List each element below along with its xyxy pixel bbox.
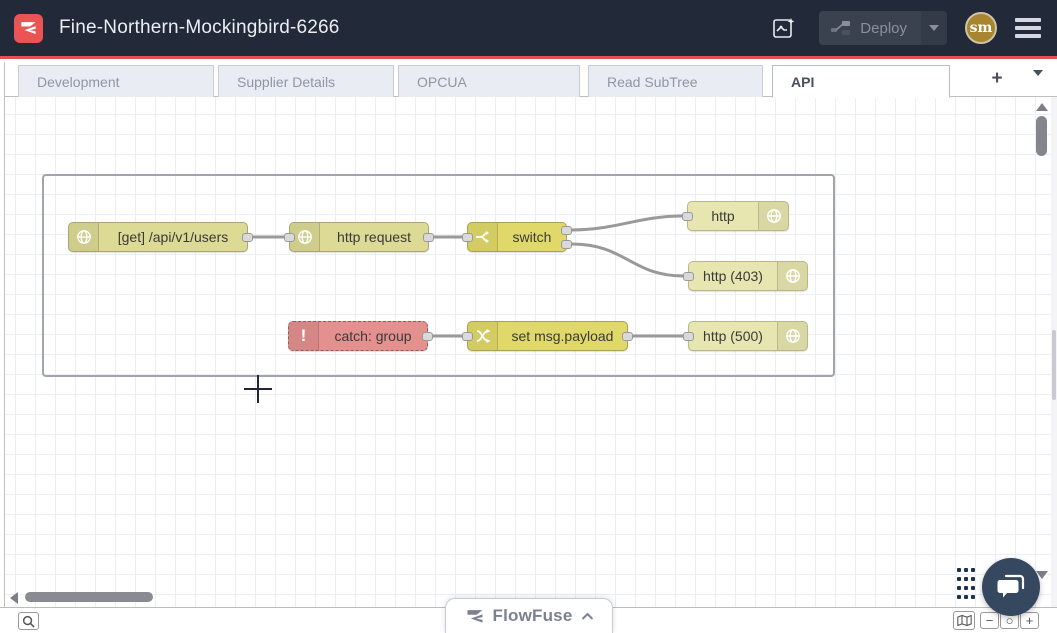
zoom-in-button[interactable]: + <box>1020 612 1039 629</box>
map-icon <box>956 614 972 627</box>
scroll-down-arrow[interactable] <box>1036 571 1048 579</box>
output-port[interactable] <box>242 233 253 242</box>
output-port[interactable] <box>423 233 434 242</box>
output-port-2[interactable] <box>561 240 572 249</box>
globe-icon <box>290 223 320 251</box>
deploy-label: Deploy <box>860 19 907 37</box>
input-port[interactable] <box>683 332 694 341</box>
header-actions: Deploy sm <box>767 11 1041 45</box>
tab-label: Read SubTree <box>607 73 698 90</box>
node-label: http <box>711 208 735 224</box>
header-bar: Fine-Northern-Mockingbird-6266 <box>0 0 1057 59</box>
vertical-scrollbar[interactable] <box>1035 97 1048 592</box>
tab-supplier-details[interactable]: Supplier Details <box>218 65 394 97</box>
globe-icon <box>758 202 788 230</box>
tab-development[interactable]: Development <box>18 65 214 97</box>
node-label: [get] /api/v1/users <box>117 229 229 245</box>
deploy-options-caret[interactable] <box>921 11 947 45</box>
flow-list-caret[interactable] <box>1033 70 1043 94</box>
tab-label: Supplier Details <box>237 73 336 90</box>
chevron-down-icon <box>1033 70 1043 93</box>
outer-scrollbar[interactable] <box>1051 97 1057 633</box>
globe-icon <box>777 262 807 290</box>
scroll-left-arrow[interactable] <box>10 592 18 604</box>
scroll-up-arrow[interactable] <box>1036 103 1048 111</box>
input-port[interactable] <box>683 272 694 281</box>
node-label: http request <box>337 229 411 245</box>
main-menu-icon[interactable] <box>1015 18 1041 38</box>
horizontal-scrollbar[interactable] <box>6 591 1026 605</box>
deploy-button-main[interactable]: Deploy <box>819 20 921 37</box>
flowfuse-label: FlowFuse <box>492 606 573 625</box>
vertical-scroll-thumb[interactable] <box>1036 116 1047 156</box>
flowfuse-logo-icon <box>14 13 43 43</box>
chat-drag-handle-icon[interactable] <box>957 568 975 599</box>
chat-bubbles-icon <box>997 574 1025 598</box>
flowfuse-logo-icon <box>467 610 482 623</box>
deploy-button[interactable]: Deploy <box>819 11 947 45</box>
node-http-response-403[interactable]: http (403) <box>683 261 808 291</box>
zoom-out-button[interactable]: − <box>980 612 999 629</box>
input-port[interactable] <box>462 233 473 242</box>
tab-label: API <box>791 73 815 90</box>
node-http-request[interactable]: http request <box>284 222 434 252</box>
outer-scroll-thumb[interactable] <box>1052 330 1056 400</box>
node-switch[interactable]: switch <box>462 222 572 252</box>
node-label: switch <box>512 229 552 245</box>
output-port[interactable] <box>622 332 633 341</box>
change-icon <box>468 322 498 350</box>
node-http-in[interactable]: [get] /api/v1/users <box>68 222 253 252</box>
horizontal-scroll-thumb[interactable] <box>25 592 153 602</box>
node-label: catch: group <box>334 328 412 344</box>
tab-label: OPCUA <box>417 73 467 90</box>
node-http-response[interactable]: http <box>682 201 789 231</box>
node-catch[interactable]: ! catch: group <box>288 321 433 351</box>
user-avatar[interactable]: sm <box>965 12 997 44</box>
node-label: http (500) <box>703 328 763 344</box>
search-button[interactable] <box>18 612 39 630</box>
node-label: http (403) <box>703 268 763 284</box>
output-port-1[interactable] <box>561 226 572 235</box>
ai-assistant-icon[interactable] <box>767 11 801 45</box>
tab-read-subtree[interactable]: Read SubTree <box>588 65 763 97</box>
input-port[interactable] <box>462 332 473 341</box>
add-flow-button[interactable]: + <box>991 68 1003 89</box>
globe-icon <box>69 223 99 251</box>
chevron-down-icon <box>929 25 939 31</box>
input-port[interactable] <box>682 212 693 221</box>
node-group-outline[interactable] <box>42 174 835 377</box>
exclamation-icon: ! <box>289 322 319 350</box>
navigator-button[interactable] <box>953 611 975 630</box>
tab-opcua[interactable]: OPCUA <box>398 65 580 97</box>
output-port[interactable] <box>422 332 433 341</box>
flow-canvas[interactable]: [get] /api/v1/users http request s <box>0 97 1057 607</box>
palette-edge <box>0 62 5 607</box>
instance-title: Fine-Northern-Mockingbird-6266 <box>59 17 340 38</box>
node-http-response-500[interactable]: http (500) <box>683 321 808 351</box>
node-change[interactable]: set msg.payload <box>462 321 633 351</box>
chevron-up-icon <box>581 612 593 620</box>
crosshair-cursor <box>244 375 272 403</box>
deploy-icon <box>831 21 851 35</box>
flow-tab-bar: Development Supplier Details OPCUA Read … <box>0 62 1057 98</box>
chat-widget-button[interactable] <box>982 558 1040 616</box>
switch-icon <box>468 223 498 251</box>
search-icon <box>22 615 35 628</box>
input-port[interactable] <box>284 233 295 242</box>
tab-label: Development <box>37 73 120 90</box>
flowfuse-toolbar-pill[interactable]: FlowFuse <box>445 598 613 633</box>
node-label: set msg.payload <box>511 328 614 344</box>
globe-icon <box>777 322 807 350</box>
tab-api[interactable]: API <box>772 65 950 98</box>
